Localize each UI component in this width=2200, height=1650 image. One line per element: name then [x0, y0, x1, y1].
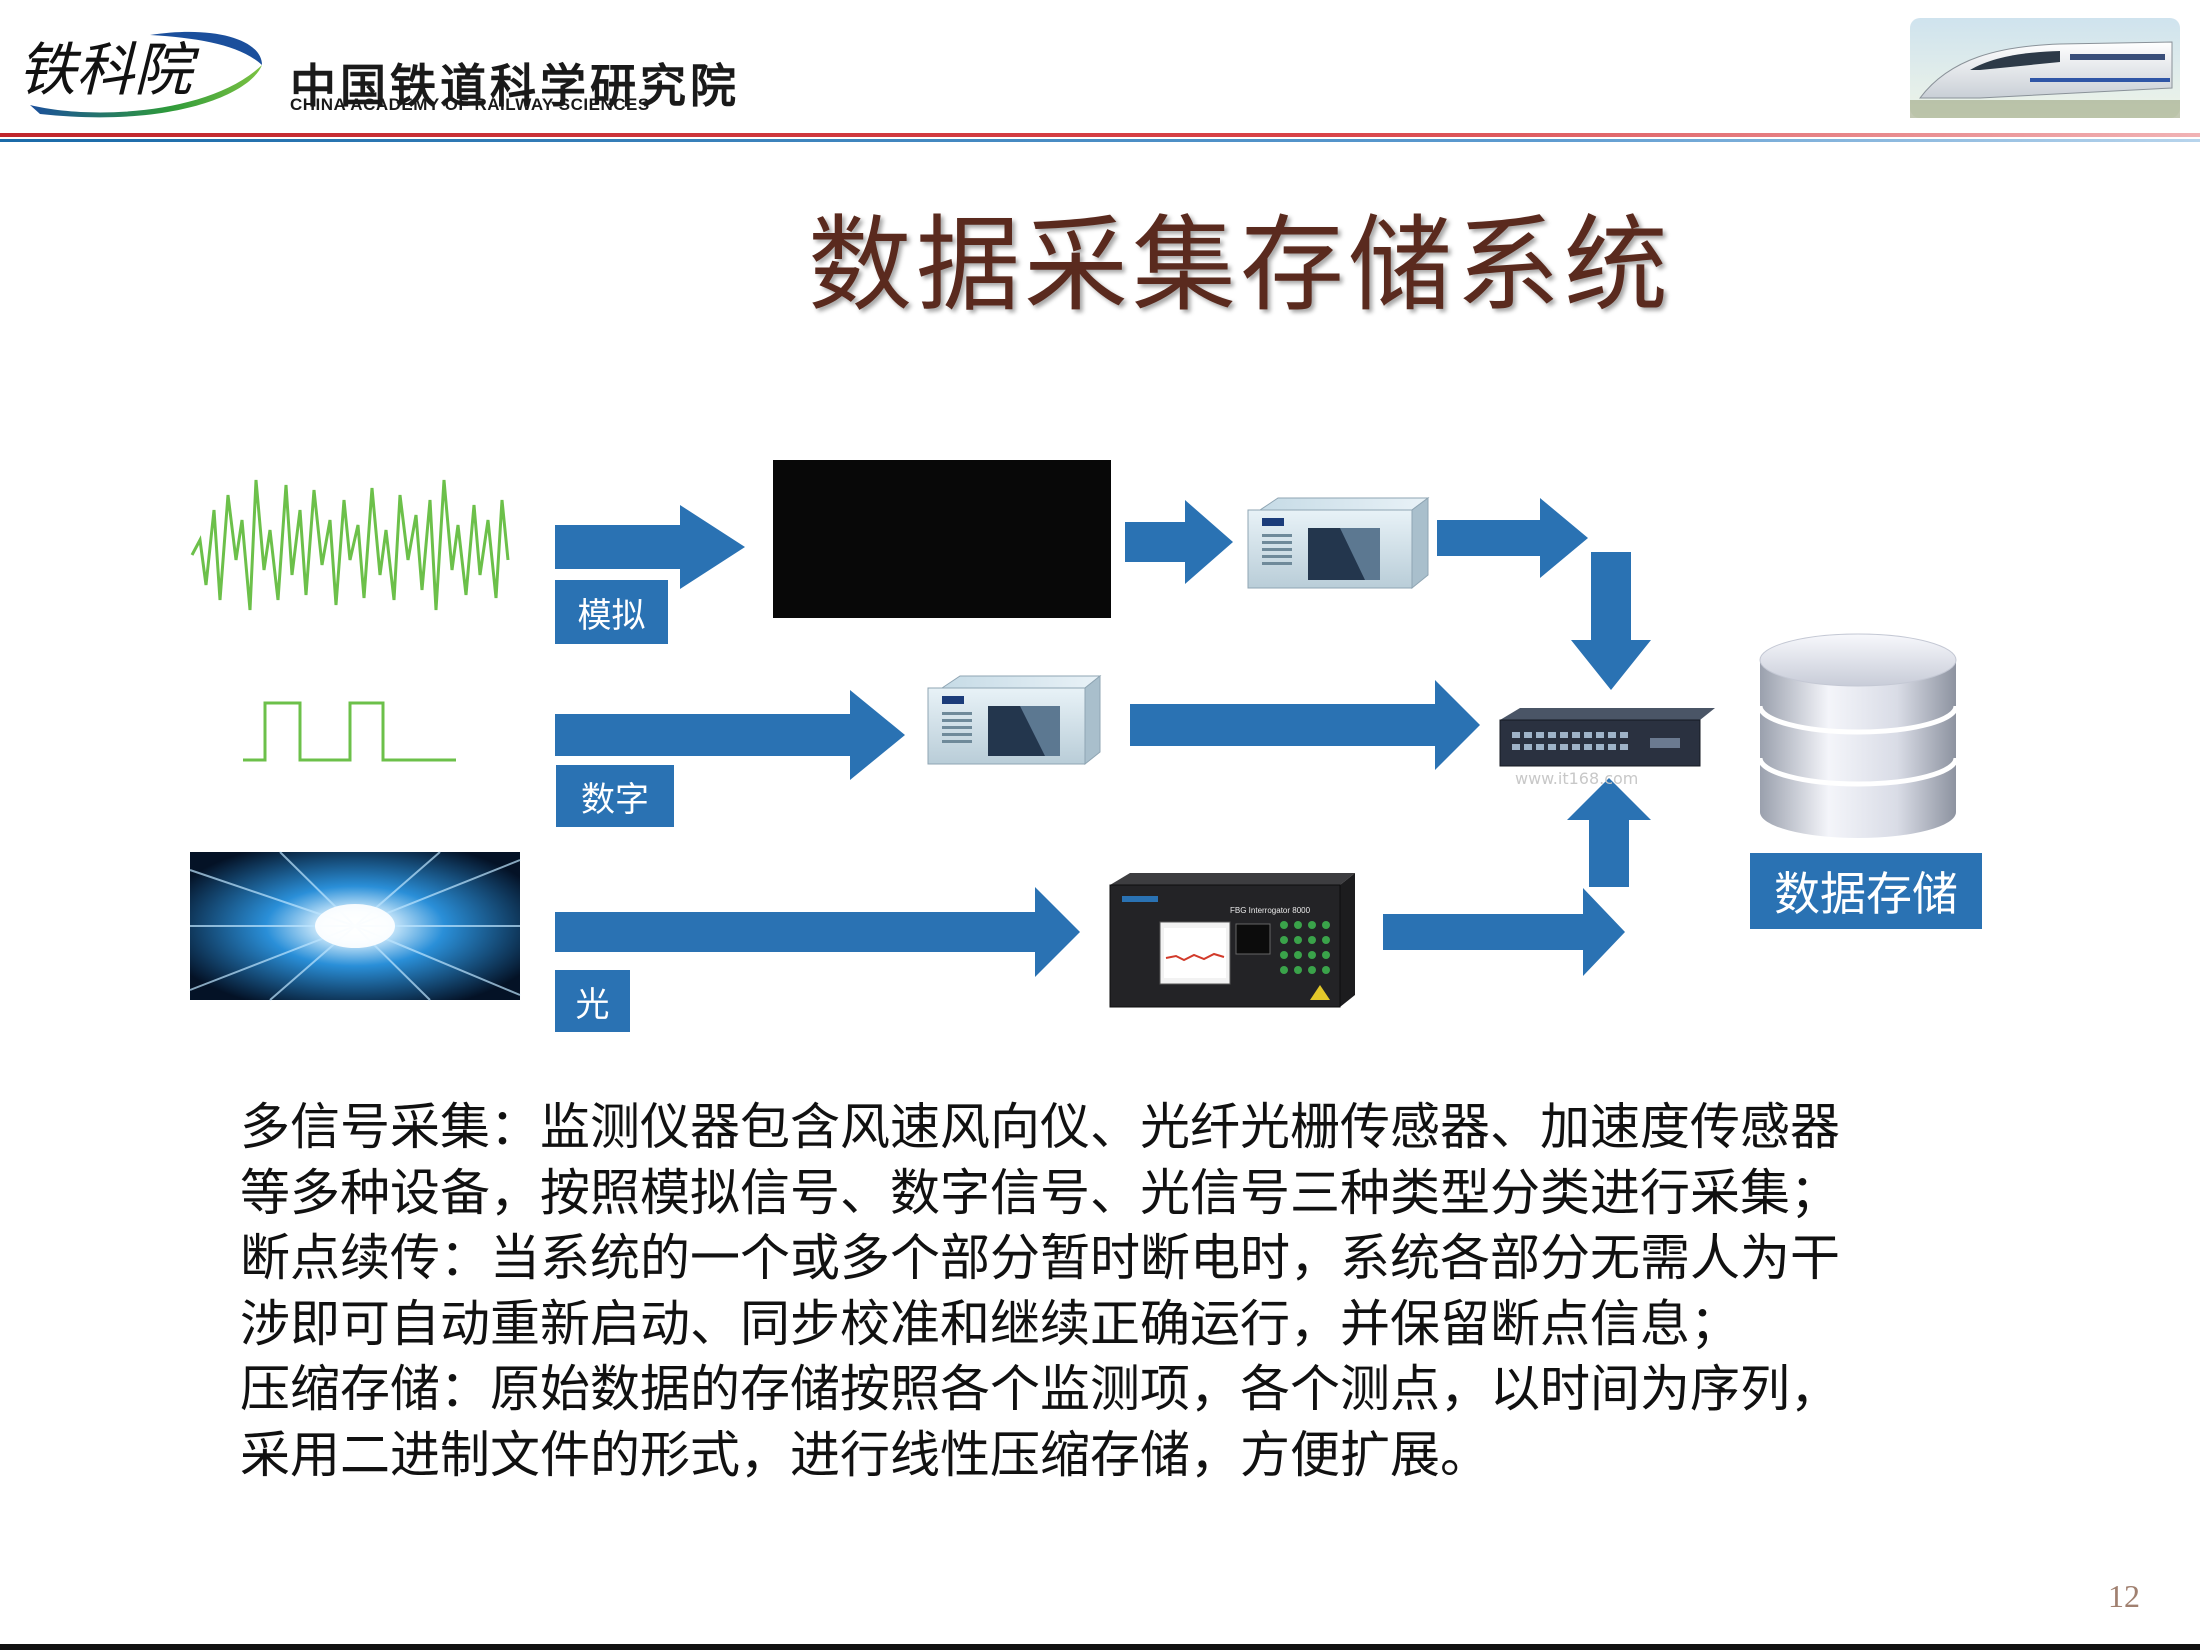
slide-header: 铁科院 中国铁道科学研究院 CHINA ACADEMY OF RAILWAY S…: [0, 0, 2200, 150]
network-switch-icon: www.it168.com: [1499, 708, 1715, 788]
arrow-up-to-switch: [1567, 778, 1651, 887]
description-text: 多信号采集：监测仪器包含风速风向仪、光纤光栅传感器、加速度传感器 等多种设备，按…: [240, 1095, 2040, 1488]
redacted-device-image: [773, 460, 1111, 618]
org-name-cn: 中国铁道科学研究院: [290, 59, 740, 113]
digital-square-wave-icon: [243, 701, 456, 762]
arrow-interrogator-to-right: [1383, 888, 1625, 976]
description-line: 等多种设备，按照模拟信号、数字信号、光信号三种类型分类进行采集；: [240, 1163, 1840, 1222]
industrial-pc-icon: [927, 674, 1102, 766]
slide-title: 数据采集存储系统: [807, 204, 1672, 326]
switch-watermark: www.it168.com: [1515, 769, 1638, 788]
bottom-rule: [0, 1644, 2200, 1650]
description-line: 涉即可自动重新启动、同步校准和继续正确运行，并保留断点信息；: [240, 1294, 1740, 1353]
industrial-pc-icon: [1247, 497, 1430, 590]
logo-calligraphy: 铁科院: [18, 36, 200, 104]
header-rule-red: [0, 133, 2200, 137]
fbg-label: FBG Interrogator 8000: [1230, 906, 1311, 915]
database-cylinder-icon: [1757, 633, 1959, 838]
light-burst-icon: [189, 851, 521, 1001]
label-data-storage: 数据存储: [1750, 853, 1982, 929]
arrow-pc-to-right: [1437, 498, 1588, 578]
arrow-down-to-switch: [1571, 552, 1651, 690]
high-speed-train-icon: [1910, 18, 2180, 118]
label-analog: 模拟: [555, 580, 668, 644]
label-digital: 数字: [556, 765, 674, 827]
arrow-digital-to-pc: [555, 690, 905, 780]
description-line: 多信号采集：监测仪器包含风速风向仪、光纤光栅传感器、加速度传感器: [240, 1098, 1840, 1156]
arrow-optical-to-interrogator: [555, 887, 1080, 977]
header-rule-blue: [0, 139, 2200, 142]
description-line: 采用二进制文件的形式，进行线性压缩存储，方便扩展。: [240, 1425, 1490, 1484]
arrow-box-to-pc: [1125, 500, 1233, 584]
logo-icon: 铁科院: [18, 31, 262, 118]
page-number: 12: [2108, 1578, 2140, 1614]
analog-waveform-icon: [190, 479, 510, 611]
description-line: 断点续传：当系统的一个或多个部分暂时断电时，系统各部分无需人为干: [240, 1229, 1840, 1287]
description-line: 压缩存储：原始数据的存储按照各个监测项，各个测点，以时间为序列，: [240, 1360, 1840, 1418]
label-optical: 光: [555, 970, 630, 1032]
arrow-analog-to-box: [555, 505, 745, 589]
arrow-pc-to-switch: [1130, 680, 1480, 770]
org-name-en: CHINA ACADEMY OF RAILWAY SCIENCES: [290, 95, 650, 114]
fbg-interrogator-icon: FBG Interrogator 8000: [1109, 873, 1355, 1008]
